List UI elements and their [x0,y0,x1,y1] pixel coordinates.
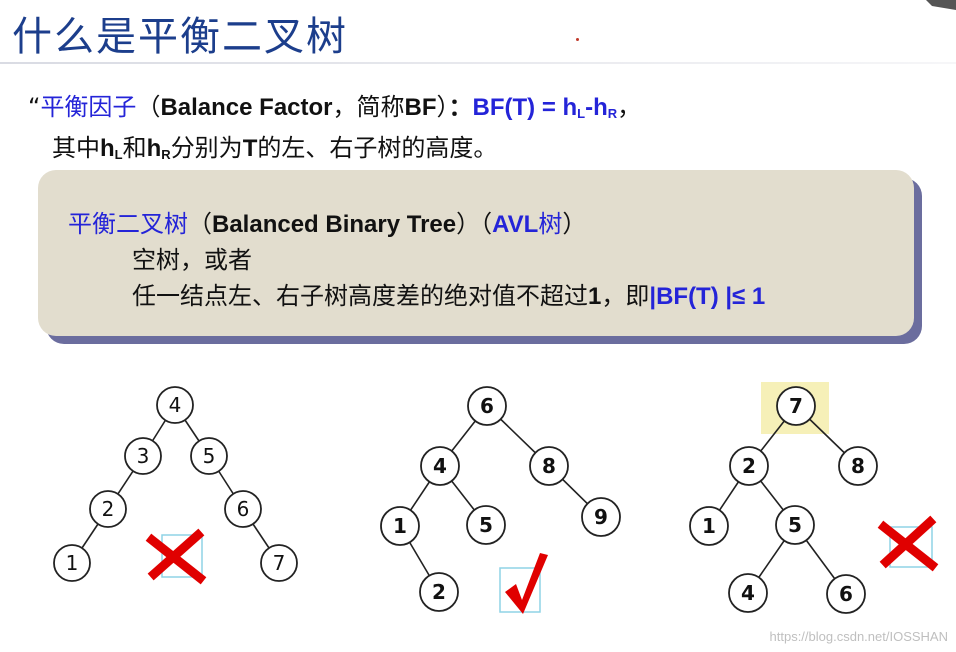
tree-2-node: 1 [380,506,420,546]
svg-text:5: 5 [788,513,802,537]
tree-3-edges [708,405,859,595]
tree-2-node: 8 [529,446,569,486]
tree-1-node: 7 [260,544,298,582]
svg-text:9: 9 [594,505,608,529]
page-title: 什么是平衡二叉树 [12,14,348,60]
avl-abbrev: AVL [492,211,539,238]
decorative-dot [576,38,579,41]
svg-text:8: 8 [542,454,556,478]
svg-text:6: 6 [237,497,250,521]
formula: BF(T) = hL-hR [472,94,618,121]
cross-icon [145,528,207,585]
corner-decoration [926,0,956,10]
avl-condition-balance: 任一结点左、右子树高度差的绝对值不超过1，即|BF(T) |≤ 1 [132,282,766,310]
svg-text:6: 6 [480,394,494,418]
avl-name-en: Balanced Binary Tree [212,211,457,238]
svg-text:2: 2 [742,454,756,478]
comma: ， [332,93,357,121]
avl-name-cn: 平衡二叉树 [68,210,188,238]
tree-1-node: 5 [190,437,228,475]
tree-2-node: 4 [420,446,460,486]
tree-3-node: 4 [728,573,768,613]
avl-title-line: 平衡二叉树（Balanced Binary Tree）（AVL树） [68,210,587,238]
cross-icon [877,515,939,572]
example-trees: 4 3 5 2 6 1 7 6 4 8 1 5 9 2 [53,382,939,614]
svg-text:1: 1 [66,551,79,575]
tree-3: 7 2 8 1 5 4 6 [689,382,939,614]
title-divider [0,62,956,64]
svg-text:4: 4 [433,454,447,478]
tree-1-node: 4 [156,386,194,424]
colon: ： [448,94,473,121]
svg-text:5: 5 [479,513,493,537]
paren: ） [436,93,449,121]
definition-line-2: 其中hL和hR分别为T的左、右子树的高度。 [52,134,498,162]
tree-2-node: 5 [466,505,506,545]
svg-text:5: 5 [203,444,216,468]
tree-2-edges [399,405,602,593]
tree-3-node: 7 [776,386,816,426]
checkmark-icon [499,553,548,614]
balance-factor-definition: “平衡因子（Balance Factor，简称BF）：BF(T) = hL-hR… [28,90,641,172]
tree-2: 6 4 8 1 5 9 2 [380,386,621,614]
svg-text:4: 4 [741,581,755,605]
bf-condition: |BF(T) |≤ 1 [649,283,766,310]
tree-3-node: 6 [826,574,866,614]
tree-2-node: 6 [467,386,507,426]
svg-text:2: 2 [102,497,115,521]
svg-text:2: 2 [432,580,446,604]
tree-3-node: 5 [775,505,815,545]
avl-definition-box: 平衡二叉树（Balanced Binary Tree）（AVL树） 空树，或者 … [38,170,914,336]
abbrev-label: 简称 [356,93,405,121]
avl-condition-empty: 空树，或者 [132,246,252,274]
tree-2-node: 9 [581,497,621,537]
svg-text:4: 4 [169,393,182,417]
tree-1-edges [71,404,280,564]
tree-1: 4 3 5 2 6 1 7 [53,386,298,585]
paren: （ [136,93,161,121]
tree-1-node: 2 [89,490,127,528]
tree-3-node: 1 [689,506,729,546]
tree-2-node: 2 [419,572,459,612]
abbrev: BF [404,94,437,121]
svg-text:1: 1 [393,514,407,538]
tree-1-node: 1 [53,544,91,582]
tree-1-node: 3 [124,437,162,475]
svg-text:8: 8 [851,454,865,478]
definition-line-1: “平衡因子（Balance Factor，简称BF）：BF(T) = hL-hR… [28,90,641,131]
tree-3-node: 8 [838,446,878,486]
svg-text:6: 6 [839,582,853,606]
quote-mark: “ [28,93,41,121]
svg-text:7: 7 [273,551,286,575]
watermark: https://blog.csdn.net/IOSSHAN [769,629,948,644]
comma: ， [617,93,642,121]
term-english: Balance Factor [160,94,333,121]
svg-text:3: 3 [137,444,150,468]
svg-text:7: 7 [789,394,803,418]
term-balance-factor: 平衡因子 [40,93,137,121]
tree-1-node: 6 [224,490,262,528]
tree-3-node: 2 [729,446,769,486]
svg-text:1: 1 [702,514,716,538]
